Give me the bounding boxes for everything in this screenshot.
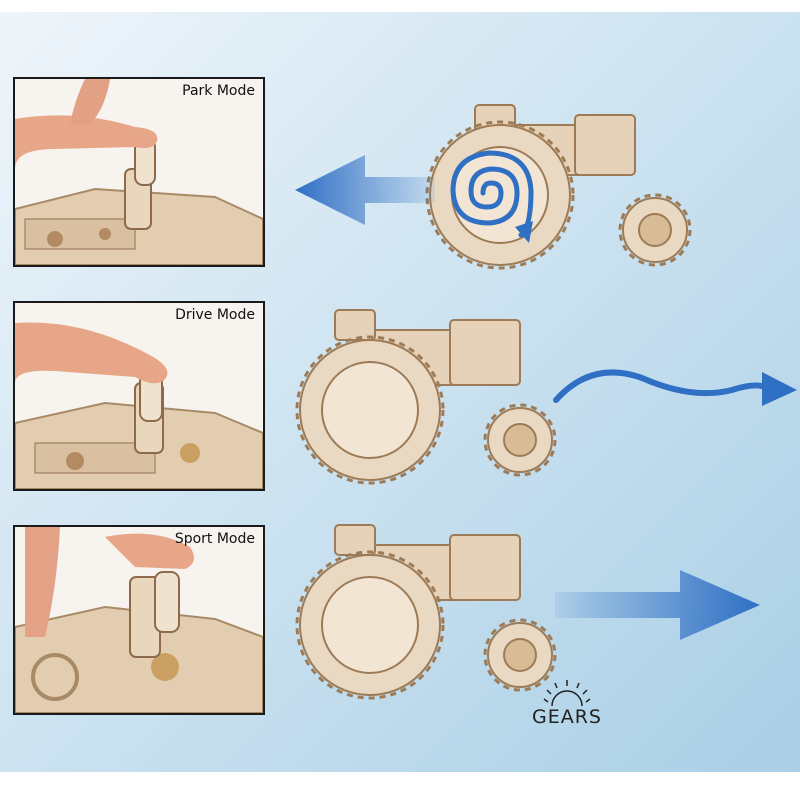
tractor-park	[425, 104, 692, 270]
drive-mode-panel: Drive Mode	[13, 301, 265, 491]
wave-arrow-icon	[553, 369, 797, 406]
gears-logo-text: GEARS	[532, 706, 602, 728]
gears-logo: GEARS	[524, 672, 610, 732]
drive-mode-label: Drive Mode	[175, 307, 255, 323]
gear-outline-icon	[543, 680, 591, 707]
park-mode-panel: Park Mode	[13, 77, 265, 267]
spiral-icon	[450, 150, 534, 238]
drive-mode-photo	[15, 303, 263, 489]
sport-mode-panel: Sport Mode	[13, 525, 265, 715]
left-arrow-icon	[295, 155, 435, 225]
straight-arrow-icon	[555, 570, 760, 640]
sport-mode-label: Sport Mode	[174, 531, 255, 547]
park-mode-photo	[15, 79, 263, 265]
tractor-drive	[295, 309, 557, 485]
sport-mode-photo	[15, 527, 263, 713]
tractor-sport	[295, 524, 557, 700]
park-mode-label: Park Mode	[182, 83, 255, 99]
